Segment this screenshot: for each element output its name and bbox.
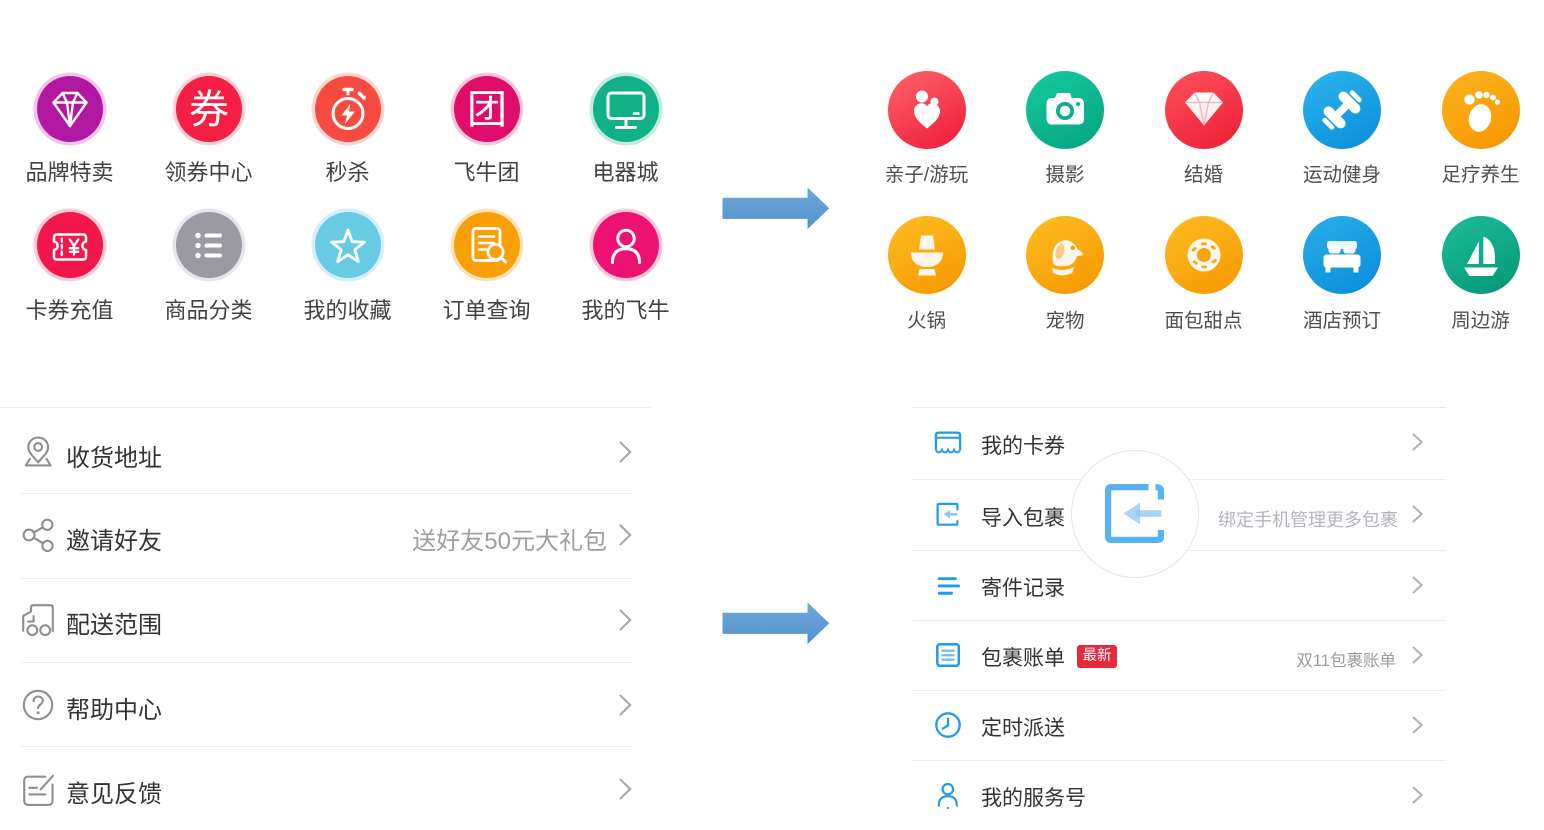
svg-text:券: 券	[189, 88, 229, 132]
svg-text:团: 团	[467, 88, 507, 132]
